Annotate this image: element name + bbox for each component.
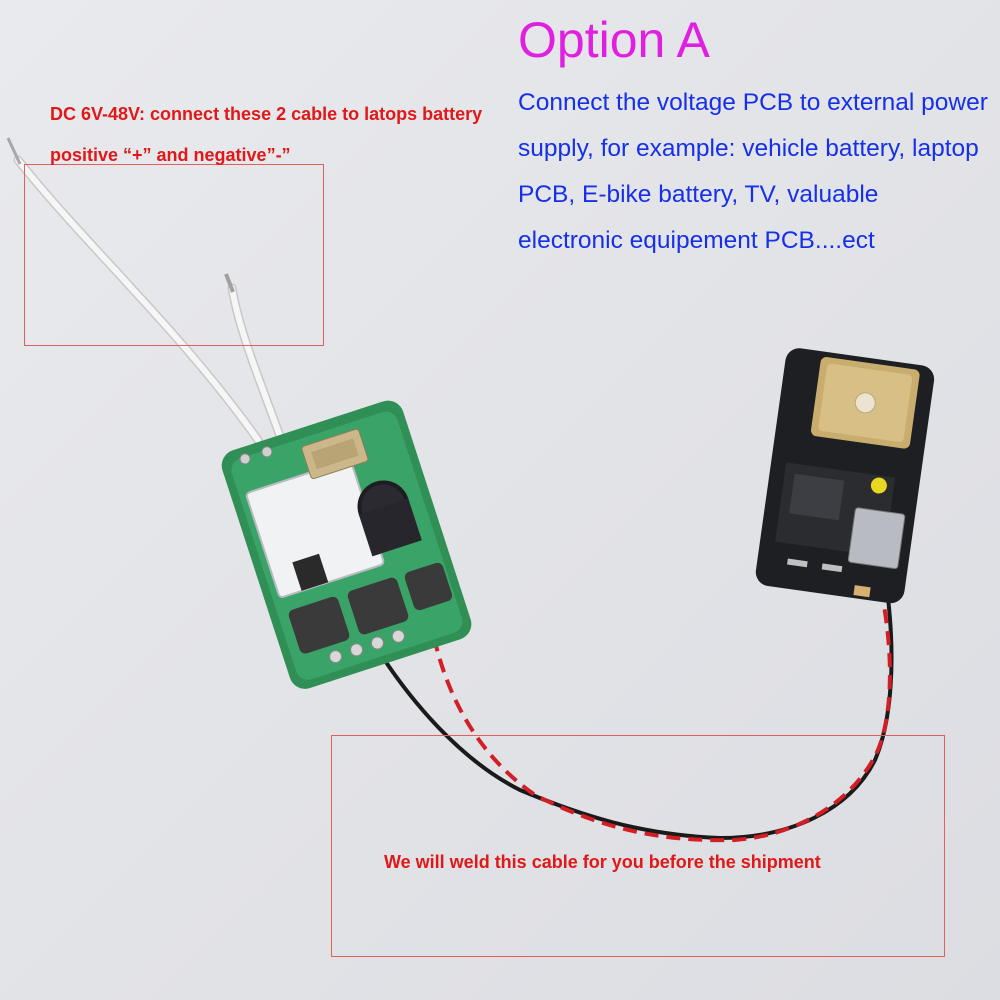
option-description: Connect the voltage PCB to external powe… [518,89,988,254]
gps-tracker-pcb [755,348,935,604]
weld-cable-callout-box [331,735,945,957]
option-title: Option A [518,12,710,68]
twisted-power-cable [376,597,894,843]
voltage-converter-pcb [221,400,472,689]
power-input-note: DC 6V-48V: connect these 2 cable to lato… [50,104,483,165]
power-input-callout-box [24,164,324,346]
input-wires [6,137,287,447]
weld-cable-note: We will weld this cable for you before t… [384,852,821,872]
